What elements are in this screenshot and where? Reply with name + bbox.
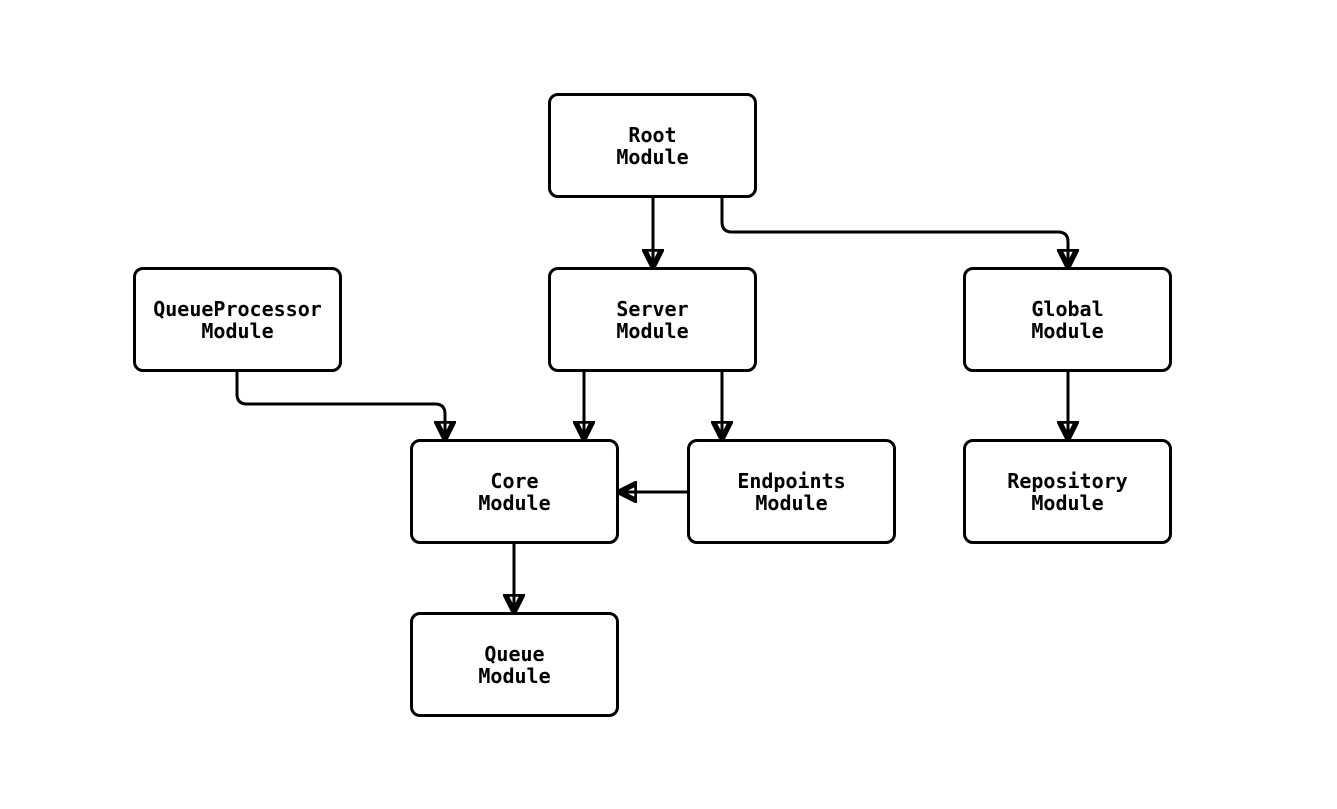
node-queue-module: Queue Module — [410, 612, 619, 717]
node-repository-module: Repository Module — [963, 439, 1172, 544]
node-label: Module — [616, 318, 689, 343]
node-label: Module — [755, 490, 828, 515]
node-global-module: Global Module — [963, 267, 1172, 372]
node-label: Module — [616, 144, 689, 169]
node-label: Module — [1031, 490, 1104, 515]
node-label: Core — [490, 468, 539, 493]
node-endpoints-module: Endpoints Module — [687, 439, 896, 544]
node-label: Global — [1031, 296, 1104, 321]
node-label: Server — [616, 296, 689, 321]
node-core-module: Core Module — [410, 439, 619, 544]
node-label: Queue — [484, 641, 545, 666]
edge-root-to-global — [720, 198, 1068, 267]
node-label: Endpoints — [737, 468, 846, 493]
node-queueprocessor-module: QueueProcessor Module — [133, 267, 342, 372]
node-label: Repository — [1007, 468, 1128, 493]
node-label: Module — [1031, 318, 1104, 343]
node-label: Root — [628, 122, 677, 147]
node-label: Module — [478, 663, 551, 688]
node-label: Module — [201, 318, 274, 343]
node-root-module: Root Module — [548, 93, 757, 198]
node-server-module: Server Module — [548, 267, 757, 372]
node-label: QueueProcessor — [153, 296, 322, 321]
node-label: Module — [478, 490, 551, 515]
edge-queueprocessor-to-core — [235, 372, 445, 439]
